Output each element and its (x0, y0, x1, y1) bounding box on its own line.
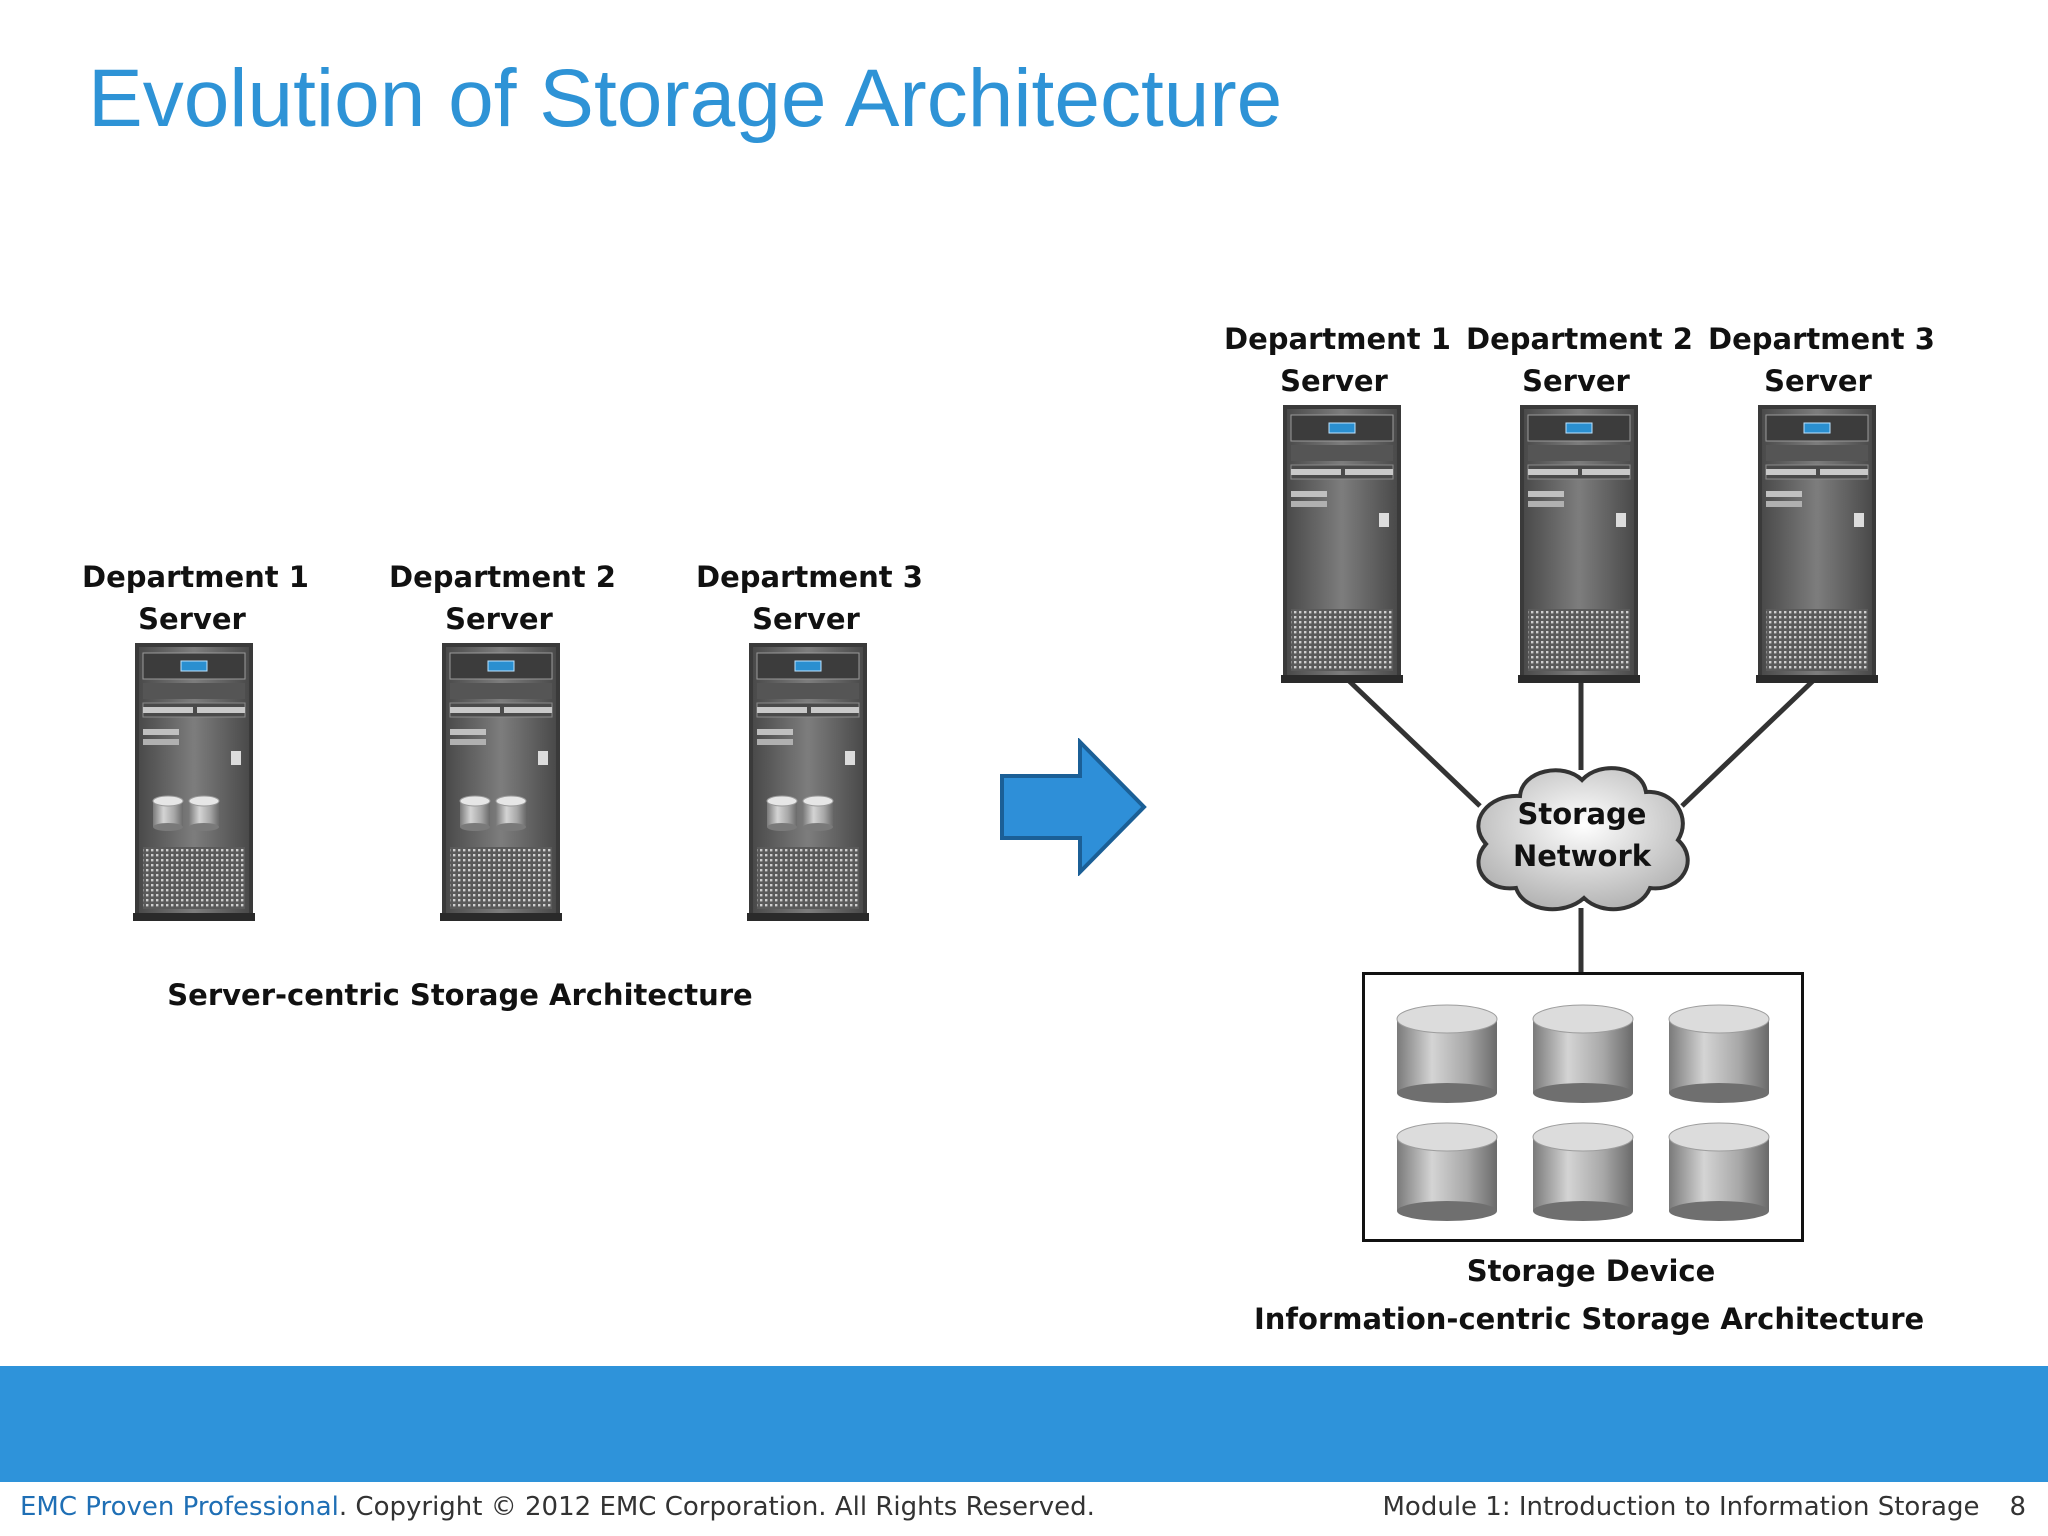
storage-device-label: Storage Device (1466, 1254, 1716, 1288)
left-server-2-line1: Department 2 (389, 560, 616, 594)
right-server-2-icon (1518, 405, 1640, 684)
network-links (1344, 676, 1818, 974)
left-server-1-label: Department 1 Server (82, 556, 309, 640)
footer-module: Module 1: Introduction to Information St… (1383, 1492, 2027, 1522)
disk-2-icon (1532, 1004, 1634, 1104)
right-server-1-icon (1281, 405, 1403, 684)
right-server-1-label: Department 1 Server (1224, 318, 1451, 402)
right-server-3-icon (1756, 405, 1878, 684)
storage-network-label: Storage Network (1482, 793, 1682, 877)
disk-1-icon (1396, 1004, 1498, 1104)
disk-4-icon (1396, 1122, 1498, 1222)
right-server-2-line1: Department 2 (1466, 322, 1693, 356)
footer-module-text: Module 1: Introduction to Information St… (1382, 1492, 1980, 1522)
right-server-1-line2: Server (1280, 364, 1388, 398)
left-server-1-line1: Department 1 (82, 560, 309, 594)
storage-network-line1: Storage (1517, 797, 1647, 831)
right-server-3-line1: Department 3 (1708, 322, 1935, 356)
footer-brand: EMC Proven Professional (20, 1492, 339, 1522)
footer-copyright: EMC Proven Professional. Copyright © 201… (20, 1492, 1095, 1522)
right-server-3-label: Department 3 Server (1708, 318, 1935, 402)
right-caption: Information-centric Storage Architecture (1254, 1302, 1925, 1336)
footer-banner (0, 1366, 2048, 1482)
left-server-3-line2: Server (752, 602, 860, 636)
storage-disks (1396, 1004, 1770, 1222)
page-number: 8 (2009, 1492, 2026, 1522)
storage-network-cloud-icon (1476, 766, 1690, 912)
left-server-2-label: Department 2 Server (389, 556, 616, 640)
footer-copyright-text: . Copyright © 2012 EMC Corporation. All … (338, 1492, 1095, 1522)
right-server-1-line1: Department 1 (1224, 322, 1451, 356)
slide-title: Evolution of Storage Architecture (88, 53, 1283, 144)
left-server-3-line1: Department 3 (696, 560, 923, 594)
disk-3-icon (1668, 1004, 1770, 1104)
left-server-1-line2: Server (138, 602, 246, 636)
left-caption: Server-centric Storage Architecture (167, 978, 753, 1012)
left-server-2-line2: Server (445, 602, 553, 636)
left-server-3-label: Department 3 Server (696, 556, 923, 640)
right-server-3-line2: Server (1764, 364, 1872, 398)
disk-6-icon (1668, 1122, 1770, 1222)
disk-5-icon (1532, 1122, 1634, 1222)
right-server-2-label: Department 2 Server (1466, 318, 1693, 402)
transition-arrow-icon (1000, 738, 1147, 876)
storage-device-box (1362, 972, 1804, 1242)
storage-network-line2: Network (1512, 839, 1652, 873)
right-server-2-line2: Server (1522, 364, 1630, 398)
